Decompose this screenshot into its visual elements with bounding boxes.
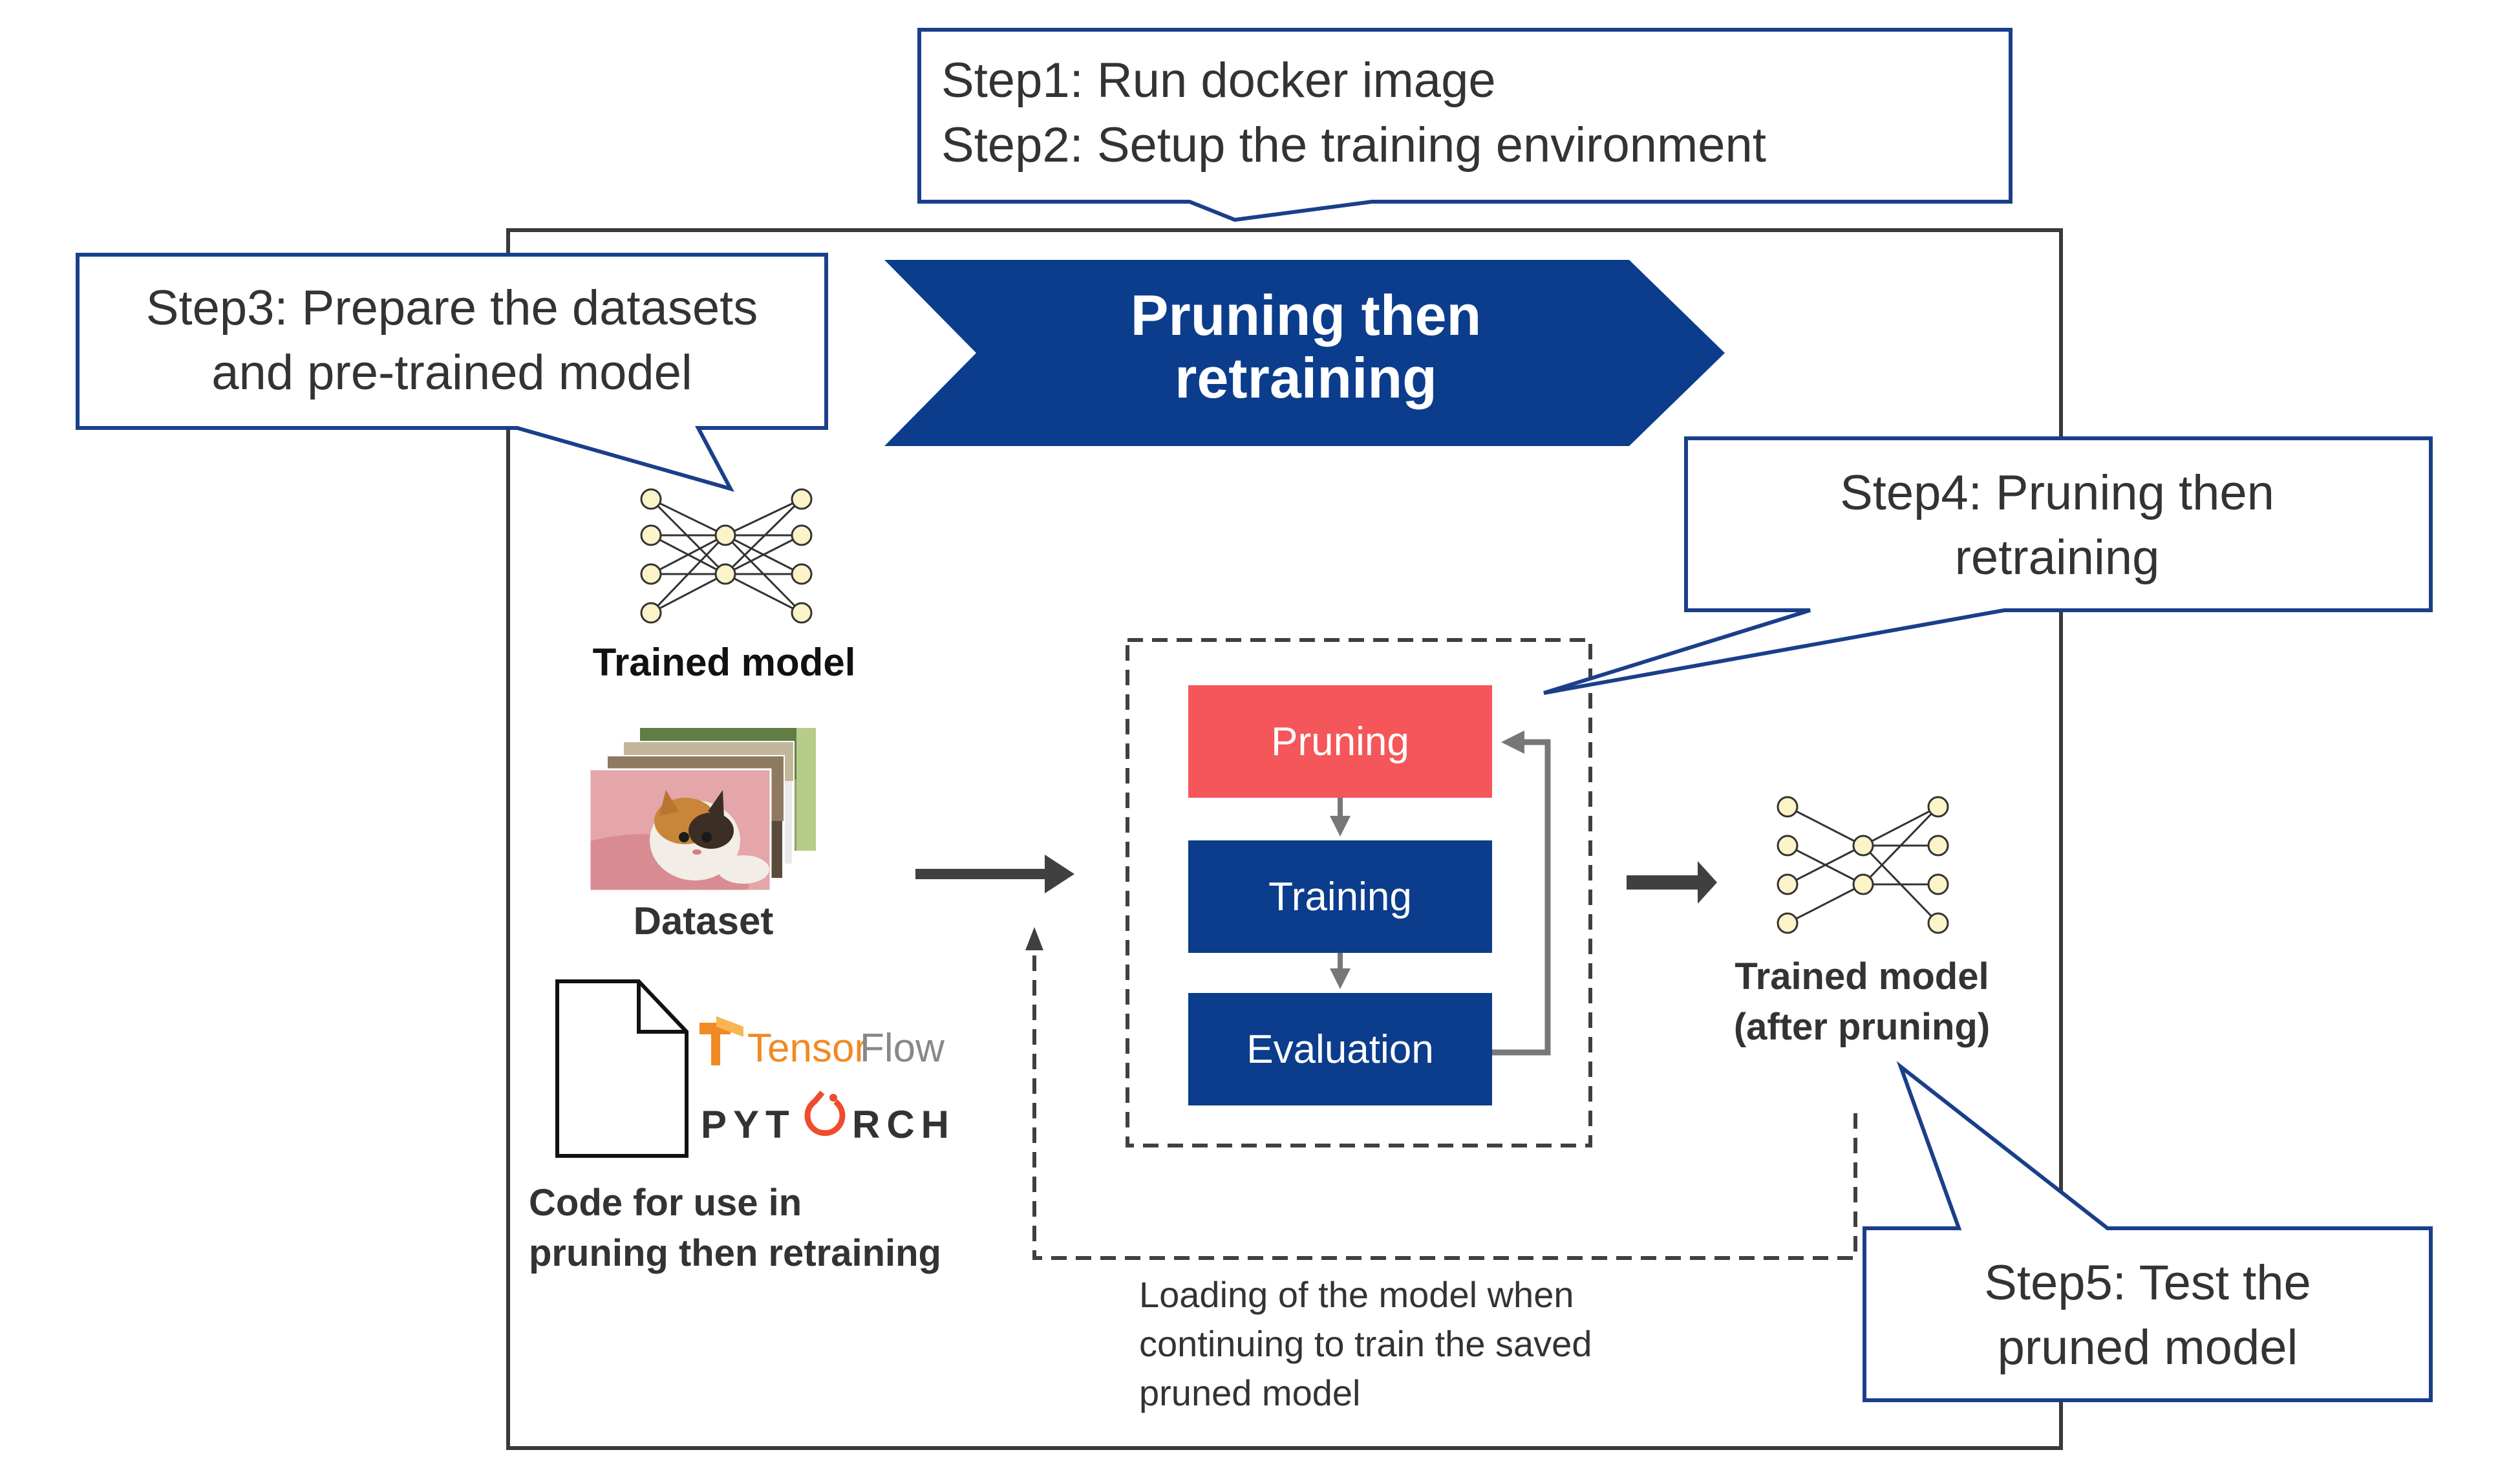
step1-text: Step1: Run docker image: [941, 53, 1496, 108]
step5-text-line-1: Step5: Test the: [1984, 1255, 2311, 1310]
input-arrow: [915, 855, 1074, 893]
kitten-photo: [590, 769, 771, 891]
code-label-line-1: Code for use in: [529, 1182, 802, 1224]
training-block: Training: [1188, 840, 1492, 953]
pruning-loop-container: [1126, 638, 1592, 1147]
banner-line-1: Pruning then: [1131, 283, 1482, 347]
banner-line-2: retraining: [1175, 346, 1437, 410]
code-label-line-2: pruning then retraining: [529, 1232, 941, 1274]
callout-step5: Step5: Test the pruned model: [1863, 1061, 2433, 1402]
step5-text-line-2: pruned model: [1998, 1320, 2298, 1375]
feedback-arrow: [1492, 731, 1551, 1056]
reload-dashed-path: [1032, 935, 1857, 1260]
step4-text-line-1: Step4: Pruning then: [1840, 465, 2274, 520]
pruning-banner: Pruning then retraining: [884, 260, 1725, 446]
tensorflow-logo: Tensor Flow: [699, 1016, 945, 1071]
callout-step3: Step3: Prepare the datasets and pre-trai…: [76, 253, 828, 492]
pruning-block: Pruning: [1188, 685, 1492, 798]
reload-note-line-3: pruned model: [1139, 1372, 1360, 1413]
step4-text-line-2: retraining: [1955, 530, 2160, 585]
output-arrow: [1627, 861, 1717, 904]
pytorch-text-a: PYT: [701, 1103, 796, 1146]
pytorch-logo: PYT RCH: [701, 1091, 956, 1146]
training-label: Training: [1268, 875, 1412, 919]
dataset-label: Dataset: [634, 899, 774, 943]
dataset-image-stack: [588, 728, 816, 892]
callout-step1-step2: Step1: Run docker image Step2: Setup the…: [917, 28, 2013, 222]
pytorch-flame-icon: [804, 1091, 846, 1136]
neural-network-icon: [640, 488, 813, 624]
output-label-line-1: Trained model: [1735, 955, 1989, 997]
reload-note-line-1: Loading of the model when: [1139, 1274, 1574, 1315]
callout-step4: Step4: Pruning then retraining: [1543, 436, 2433, 695]
step3-text-line-1: Step3: Prepare the datasets: [146, 281, 758, 336]
pruned-network-icon: [1777, 796, 1949, 934]
pruning-label: Pruning: [1271, 720, 1409, 764]
evaluation-block: Evaluation: [1188, 993, 1492, 1105]
step3-text-line-2: and pre-trained model: [211, 345, 692, 400]
evaluation-label: Evaluation: [1246, 1027, 1434, 1072]
tensorflow-text-tensor: Tensor: [747, 1026, 868, 1071]
tensorflow-text-flow: Flow: [860, 1026, 945, 1071]
step2-text: Step2: Setup the training environment: [941, 118, 1766, 173]
output-label-line-2: (after pruning): [1734, 1006, 1990, 1048]
reload-note-line-2: continuing to train the saved: [1139, 1323, 1592, 1364]
document-icon: [555, 979, 689, 1158]
trained-model-label: Trained model: [593, 641, 856, 684]
pytorch-text-b: RCH: [852, 1103, 956, 1146]
